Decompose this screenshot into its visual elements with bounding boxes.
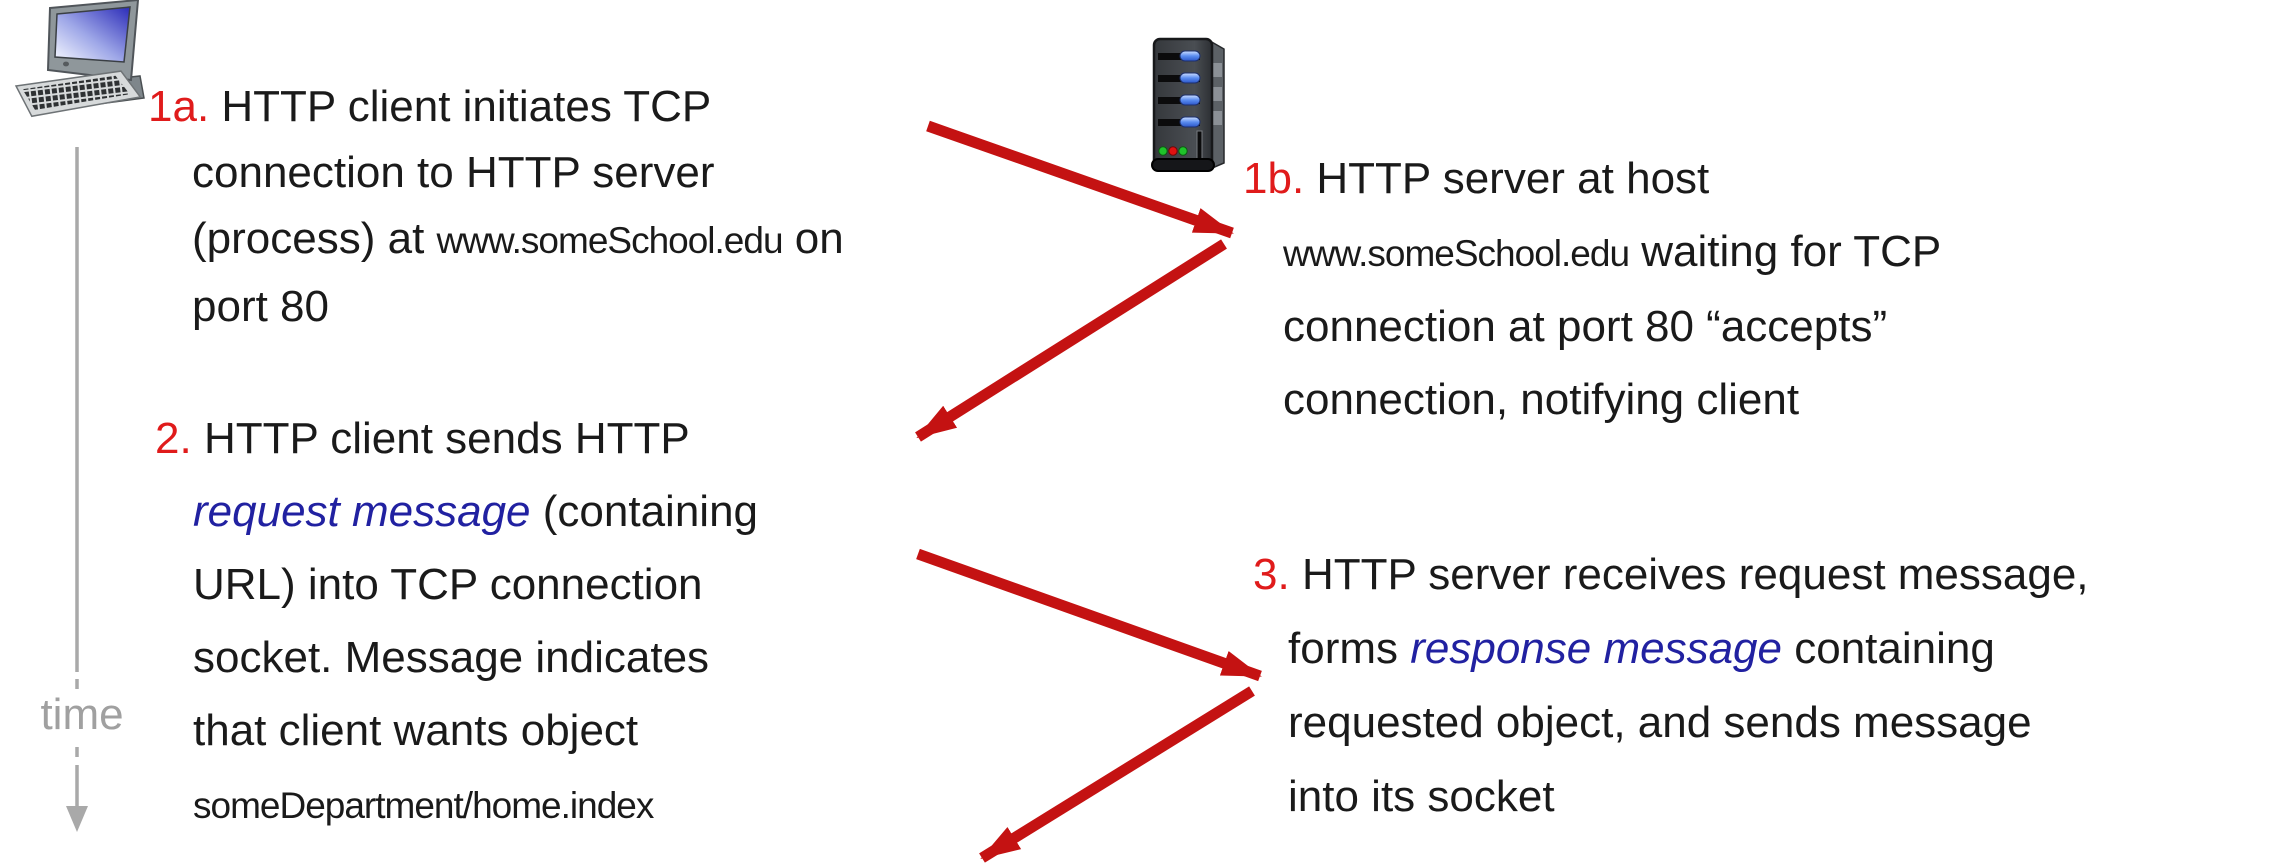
request-message-emphasis: request message <box>193 487 531 536</box>
step-3-line2-post: containing <box>1782 624 1995 673</box>
step-1b-text: 1b. HTTP server at host www.someSchool.e… <box>1243 142 1942 436</box>
step-1a-line2: connection to HTTP server <box>192 148 715 197</box>
server-vent-slot <box>1196 130 1203 162</box>
client-keyboard <box>14 70 142 118</box>
response-message-emphasis: response message <box>1410 624 1782 673</box>
step-2-number: 2. <box>155 414 192 463</box>
server-icon <box>1151 37 1225 172</box>
arrow-response-message-icon <box>979 686 1255 863</box>
time-axis <box>66 147 88 832</box>
client-computer-icon <box>14 0 145 118</box>
step-2-text: 2. HTTP client sends HTTP request messag… <box>155 402 759 842</box>
arrow-accept-notify-icon <box>915 239 1227 442</box>
server-led-lights <box>1158 146 1188 156</box>
object-path-code: someDepartment/home.index <box>193 785 654 826</box>
server-front-face <box>1151 37 1215 172</box>
step-3-line1: HTTP server receives request message, <box>1301 550 2089 599</box>
step-1a-line4: port 80 <box>192 282 329 331</box>
step-3-line4: into its socket <box>1288 772 1555 821</box>
server-base <box>1151 158 1215 172</box>
step-3-number: 3. <box>1253 550 1290 599</box>
hostname-code: www.someSchool.edu <box>436 220 784 261</box>
arrow-request-message-icon <box>916 548 1262 682</box>
step-2-line1: HTTP client sends HTTP <box>203 414 690 463</box>
step-2-line2-post: (containing <box>530 487 759 536</box>
arrow-tcp-connect-icon <box>926 120 1234 239</box>
time-label: time <box>40 690 124 739</box>
time-arrowhead-icon <box>66 806 88 832</box>
step-1b-number: 1b. <box>1243 154 1305 203</box>
step-2-line5: that client wants object <box>193 706 639 755</box>
server-drive-bays <box>1158 50 1201 128</box>
step-3-line2-pre: forms <box>1288 624 1411 673</box>
step-1b-line4: connection, notifying client <box>1283 375 1800 424</box>
client-monitor <box>46 0 140 92</box>
hostname-code: www.someSchool.edu <box>1283 233 1630 274</box>
step-1a-line1: HTTP client initiates TCP <box>221 82 712 131</box>
step-1a-text: 1a. HTTP client initiates TCP connection… <box>148 74 844 340</box>
step-3-line3: requested object, and sends message <box>1288 698 2032 747</box>
step-1a-line3-post: on <box>782 214 844 263</box>
step-3-text: 3. HTTP server receives request message,… <box>1253 538 2089 834</box>
step-2-line4: socket. Message indicates <box>193 633 710 682</box>
step-1a-number: 1a. <box>148 82 210 131</box>
step-1b-line1: HTTP server at host <box>1316 154 1710 203</box>
step-2-line3: URL) into TCP connection <box>193 560 703 609</box>
step-1b-line2-post: waiting for TCP <box>1629 227 1942 276</box>
step-1b-line3: connection at port 80 “accepts” <box>1283 302 1888 351</box>
step-1a-line3-pre: (process) at <box>192 214 437 263</box>
